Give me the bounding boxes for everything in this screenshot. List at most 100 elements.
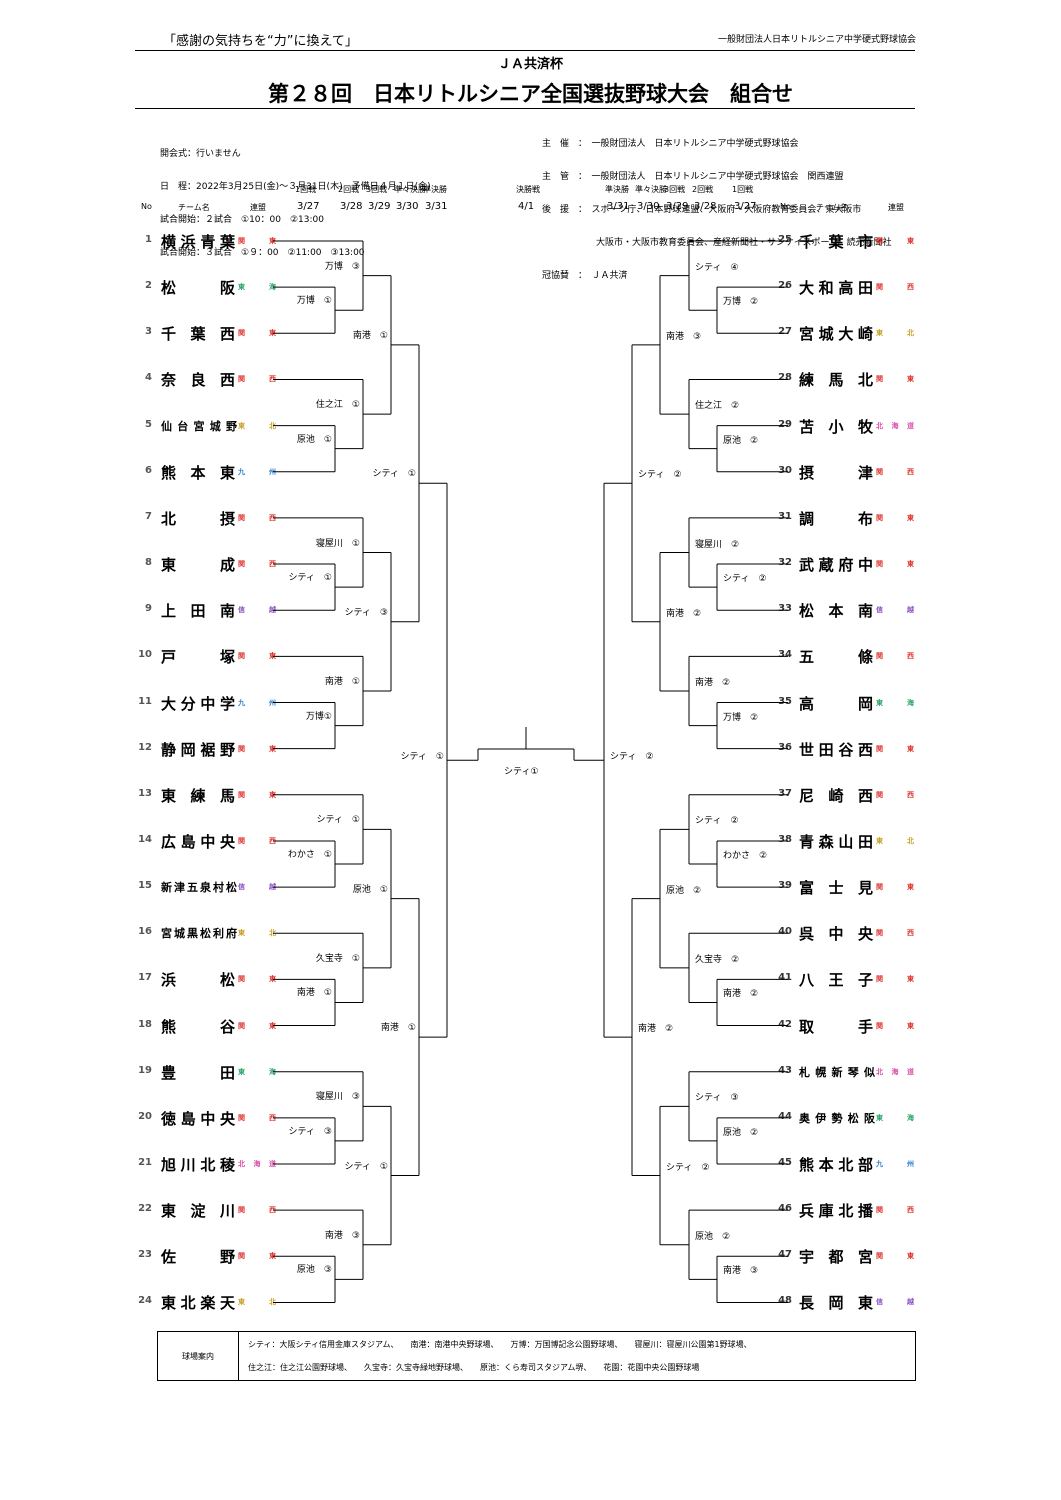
team-name: 奥伊勢松阪 (799, 1111, 875, 1125)
league-char: 関 (876, 375, 883, 384)
league-char: 東 (238, 1067, 245, 1076)
team-name: 苫小牧 (799, 417, 873, 436)
team-number: 39 (778, 880, 792, 892)
team-name: 戸塚 (161, 648, 235, 667)
match-label: 万博① (305, 711, 332, 722)
round-header: 1回戦 (732, 185, 754, 194)
league-char: 西 (907, 652, 914, 661)
match-label: シティ ② (695, 816, 739, 827)
team-number: 38 (778, 833, 792, 845)
league-char: 西 (907, 467, 914, 476)
league-char: 関 (876, 560, 883, 569)
league-char: 東 (907, 560, 914, 569)
team-number: 34 (778, 649, 792, 661)
league-char: 東 (238, 929, 245, 938)
league-char: 西 (907, 929, 914, 938)
league-char: 関 (876, 883, 883, 892)
team-name: 札幌新琴似 (799, 1065, 875, 1079)
league-badge: 関東 (238, 790, 276, 800)
round-date: 3/30 (637, 201, 660, 212)
round-date: 3/27 (297, 201, 320, 212)
team-name: 千葉西 (161, 325, 235, 344)
team-number: 9 (145, 603, 152, 615)
team-name: 熊本北部 (799, 1156, 873, 1174)
match-label: 寝屋川 ① (315, 538, 360, 549)
league-char: 関 (876, 975, 883, 984)
team-name: 長岡東 (799, 1294, 873, 1313)
team-number: 47 (778, 1249, 792, 1261)
league-badge: 東北 (238, 1297, 276, 1307)
league-badge: 関東 (876, 1021, 914, 1031)
league-char: 道 (269, 1160, 276, 1168)
team-name: 高岡 (799, 694, 873, 713)
team-number: 15 (138, 880, 152, 892)
league-char: 越 (907, 1298, 914, 1307)
league-char: 関 (876, 790, 883, 799)
team-number: 5 (145, 418, 152, 430)
info-right: 主 催 ： 一般財団法人 日本リトルシニア中学硬式野球協会 主 管 ： 一般財団… (542, 117, 892, 293)
round-date: 3/30 (396, 201, 419, 212)
match-label: シティ ① (316, 815, 360, 826)
team-number: 18 (138, 1018, 152, 1030)
no-header: No (780, 202, 791, 211)
info-left: 開会式：行いません 日 程：2022年3月25日(金)～３月31日(木) 予備日… (160, 127, 431, 270)
team-name: 宮城大崎 (799, 325, 873, 344)
info-line: 後 援 ： スポーツ庁、日本野球連盟、大阪府・大阪府教育委員会、東大阪市 (542, 205, 862, 215)
team-number: 1 (145, 234, 152, 245)
league-char: 西 (269, 836, 276, 845)
league-badge: 関西 (238, 1205, 276, 1215)
league-char: 北 (876, 1067, 883, 1076)
league-char: 海 (907, 698, 914, 707)
team-number: 36 (778, 741, 792, 753)
league-char: 東 (238, 283, 245, 292)
match-label: 南港 ① (380, 1023, 416, 1034)
team-number: 11 (138, 695, 152, 707)
team-number: 37 (778, 787, 792, 799)
league-char: 越 (269, 606, 276, 615)
team-number: 35 (778, 695, 792, 707)
league-char: 海 (891, 1067, 899, 1076)
team-name: 横浜青葉 (161, 233, 235, 251)
match-label: シティ ④ (695, 262, 739, 273)
match-label: 寝屋川 ② (695, 539, 740, 550)
team-name: 八王子 (799, 971, 873, 990)
league-badge: 信越 (876, 605, 914, 615)
team-number: 32 (778, 557, 792, 569)
team-name: 東成 (161, 556, 235, 575)
match-label: シティ ③ (695, 1093, 739, 1104)
cup-name: ＪＡ共済杯 (497, 57, 563, 72)
league-char: 関 (238, 975, 245, 984)
match-label: シティ ① (372, 469, 416, 480)
match-label: 南港 ② (666, 608, 702, 619)
league-badge: 九州 (238, 698, 276, 708)
league-badge: 関東 (876, 236, 914, 246)
round-date: 3/31 (607, 201, 630, 212)
league-char: 関 (876, 1252, 883, 1261)
round-header: 2回戦 (338, 185, 360, 194)
team-number: 2 (145, 280, 152, 292)
team-name: 五條 (799, 648, 873, 667)
round-header: 準々決勝 (635, 185, 667, 194)
team-name: 呉中央 (799, 925, 873, 944)
team-number: 20 (138, 1110, 152, 1122)
league-badge: 関東 (876, 374, 914, 384)
team-number: 48 (778, 1295, 792, 1307)
league-char: 海 (269, 283, 276, 292)
info-line: 試合開始：２試合 ①10：00 ②13:00 (160, 215, 324, 225)
round-header: 1回戦 (295, 185, 317, 194)
league-char: 州 (269, 467, 276, 476)
league-char: 関 (876, 283, 883, 292)
match-label: わかさ ① (287, 850, 332, 861)
team-number: 40 (778, 926, 792, 938)
league-char: 関 (238, 836, 245, 845)
league-badge: 東北 (876, 328, 914, 338)
team-name: 静岡裾野 (161, 740, 235, 759)
league-char: 関 (876, 744, 883, 753)
league-char: 西 (269, 560, 276, 569)
league-char: 東 (876, 1113, 883, 1122)
team-name: 武蔵府中 (799, 556, 873, 575)
league-badge: 関西 (238, 513, 276, 523)
league-char: 関 (876, 929, 883, 938)
league-badge: 九州 (876, 1159, 914, 1169)
